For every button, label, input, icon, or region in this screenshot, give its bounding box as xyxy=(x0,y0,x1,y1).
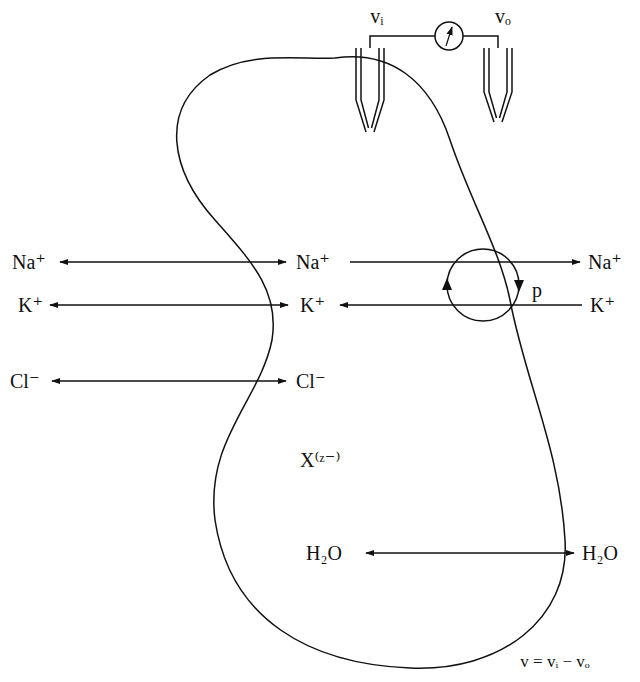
ion-label: Na⁺ xyxy=(588,251,622,274)
pump-arrowhead-down xyxy=(514,280,524,292)
voltmeter xyxy=(435,22,463,50)
ion-label: Na⁺ xyxy=(296,251,330,274)
na-passive-arrow xyxy=(60,261,286,263)
inner-electrode xyxy=(356,48,384,132)
water-label: H₂O xyxy=(306,542,342,565)
na-pump-arrow xyxy=(350,261,580,263)
ion-label: Cl⁻ xyxy=(296,370,325,393)
voltage-label: vₒ xyxy=(495,5,511,28)
voltage-label: vᵢ xyxy=(370,5,383,28)
cell-membrane xyxy=(177,57,566,668)
equation-label: v = vᵢ − vₒ xyxy=(520,652,589,672)
anion-label: X⁽ᶻ⁻⁾ xyxy=(300,449,340,472)
k-passive-arrow xyxy=(50,304,288,306)
pump-arrowhead-up xyxy=(442,278,452,290)
pump-label: p xyxy=(532,279,542,302)
water-arrow xyxy=(366,552,574,554)
cl-passive-arrow xyxy=(52,380,286,382)
ion-label: Na⁺ xyxy=(12,251,46,274)
ion-label: Cl⁻ xyxy=(10,370,39,393)
ion-label: K⁺ xyxy=(300,294,325,317)
outer-electrode xyxy=(484,48,512,122)
ion-label: K⁺ xyxy=(590,294,615,317)
meter-needle xyxy=(446,27,452,46)
pump-cycle xyxy=(447,249,519,321)
meter-wire xyxy=(370,36,498,48)
water-label: H₂O xyxy=(582,542,618,565)
k-pump-arrow xyxy=(340,304,582,306)
ion-label: K⁺ xyxy=(18,294,43,317)
